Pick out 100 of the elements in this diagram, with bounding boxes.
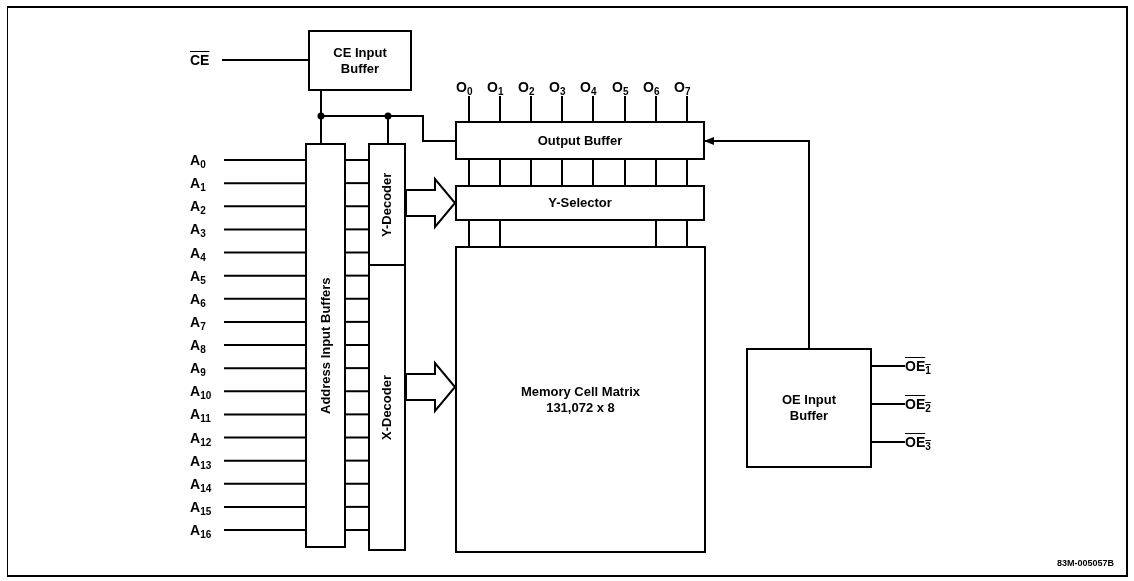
pin-label: A$_{0}$ [190, 151, 224, 169]
signal-line [686, 220, 688, 247]
pin-label: A$_{2}$ [190, 197, 224, 216]
pin-label: A$_{16}$ [190, 521, 224, 539]
signal-line [223, 320, 306, 323]
pin-label: A$_{9}$ [190, 359, 224, 378]
signal-line [223, 367, 306, 370]
signal-line [871, 365, 906, 367]
signal-line [223, 159, 306, 161]
pin-label: A$_{1}$ [190, 174, 224, 193]
function-block: Y-Decoder [368, 143, 406, 266]
signal-line [499, 95, 501, 122]
pin-label: O$_{5}$ [612, 78, 638, 96]
block-arrow [405, 176, 457, 230]
signal-line [345, 320, 369, 323]
pin-label: A$_{15}$ [190, 497, 224, 516]
pin-label: OE$_{2}$ [905, 395, 945, 413]
signal-line [624, 159, 626, 186]
signal-line [592, 95, 594, 122]
signal-line [561, 159, 563, 186]
pin-label: OE$_{1}$ [905, 357, 945, 375]
signal-line [345, 297, 369, 300]
signal-line [223, 182, 306, 185]
pin-label: CE [190, 51, 222, 69]
arrow [704, 137, 810, 349]
signal-line [345, 182, 369, 185]
pin-label: A$_{10}$ [190, 382, 224, 401]
function-block: Y-Selector [455, 185, 705, 221]
signal-line [223, 297, 306, 300]
signal-line [345, 529, 369, 531]
pin-label: A$_{13}$ [190, 451, 224, 470]
signal-line [468, 95, 470, 122]
signal-line [345, 436, 369, 439]
signal-line [223, 436, 306, 439]
function-block: Address Input Buffers [305, 143, 346, 548]
signal-line [345, 482, 369, 485]
function-block: Output Buffer [455, 121, 705, 160]
signal-line [871, 403, 906, 405]
signal-line [468, 220, 470, 247]
pin-label: O$_{7}$ [674, 78, 700, 96]
pin-label: A$_{7}$ [190, 312, 224, 331]
signal-line [530, 95, 532, 122]
pin-label: A$_{3}$ [190, 220, 224, 239]
signal-line [561, 95, 563, 122]
pin-label: A$_{14}$ [190, 474, 224, 493]
signal-line [223, 529, 306, 531]
pin-label: A$_{8}$ [190, 336, 224, 354]
signal-line [345, 205, 369, 208]
signal-line [345, 390, 369, 393]
pin-label: A$_{12}$ [190, 428, 224, 447]
signal-line [499, 159, 501, 186]
signal-line [223, 482, 306, 485]
signal-line [320, 90, 456, 142]
signal-line [223, 413, 306, 416]
signal-line [499, 220, 501, 247]
signal-line [345, 413, 369, 416]
pin-label: O$_{0}$ [456, 78, 482, 96]
pin-label: OE$_{3}$ [905, 433, 945, 451]
signal-line [223, 228, 306, 231]
signal-line [345, 459, 369, 462]
signal-line [530, 159, 532, 186]
signal-line [871, 441, 906, 443]
signal-line [345, 159, 369, 161]
signal-line [655, 95, 657, 122]
signal-line [223, 459, 306, 462]
pin-label: A$_{6}$ [190, 289, 224, 308]
figure-number: 83M-005057B [1057, 558, 1115, 568]
signal-line [223, 251, 306, 254]
signal-line [686, 159, 688, 186]
signal-line [624, 95, 626, 122]
signal-line [345, 367, 369, 370]
function-block: OE Input Buffer [746, 348, 872, 468]
signal-line [345, 228, 369, 231]
signal-line [345, 274, 369, 277]
signal-line [223, 344, 306, 346]
pin-label: A$_{5}$ [190, 266, 224, 285]
function-block: X-Decoder [368, 264, 406, 551]
pin-label: O$_{3}$ [549, 78, 575, 96]
signal-line [221, 59, 309, 61]
pin-label: A$_{4}$ [190, 243, 224, 262]
signal-line [655, 159, 657, 186]
signal-line [223, 390, 306, 393]
signal-line [223, 505, 306, 508]
function-block: CE Input Buffer [308, 30, 412, 91]
signal-line [345, 344, 369, 346]
signal-line [592, 159, 594, 186]
pin-label: O$_{1}$ [487, 78, 513, 96]
signal-line [223, 205, 306, 208]
pin-label: O$_{2}$ [518, 78, 544, 96]
pin-label: O$_{4}$ [580, 78, 606, 96]
pin-label: A$_{11}$ [190, 405, 224, 424]
pin-label: O$_{6}$ [643, 78, 669, 96]
signal-line [468, 159, 470, 186]
block-arrow [405, 360, 457, 414]
memory-array-block: Memory Cell Matrix 131,072 x 8 [455, 246, 706, 553]
signal-line [345, 505, 369, 508]
signal-line [686, 95, 688, 122]
signal-line [223, 274, 306, 277]
signal-line [345, 251, 369, 254]
signal-line [655, 220, 657, 247]
